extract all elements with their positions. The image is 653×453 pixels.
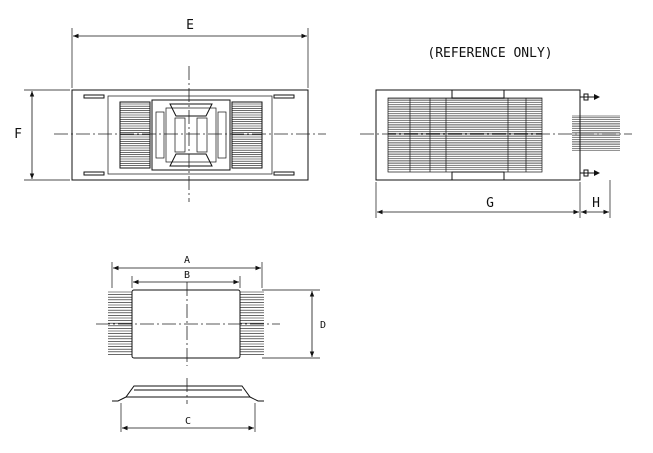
side-bottom-tab xyxy=(451,171,505,181)
contact-comb-left xyxy=(120,103,150,166)
side-lead-array xyxy=(388,98,542,170)
dim-a-label: A xyxy=(184,255,190,266)
package-side-view: C xyxy=(112,378,264,432)
socket-side-view: (REFERENCE ONLY) G H xyxy=(360,46,632,218)
package-leads-left xyxy=(108,291,132,355)
side-lead-block xyxy=(387,97,543,173)
comb-right-frame xyxy=(231,101,263,169)
package-side-lead-right xyxy=(249,396,264,402)
dim-f-label: F xyxy=(14,127,22,142)
mechanism-bottom-cam xyxy=(169,153,213,167)
package-side-lead-left xyxy=(112,396,127,402)
side-top-tab xyxy=(451,89,505,99)
package-leads-right xyxy=(240,291,264,355)
dim-g-label: G xyxy=(486,196,494,211)
mechanism-rail-left xyxy=(155,111,165,159)
dim-d-label: D xyxy=(320,320,326,331)
pin-bottom-tip xyxy=(594,170,600,176)
reference-only-note: (REFERENCE ONLY) xyxy=(427,46,552,61)
center-mechanism-inner xyxy=(165,107,217,163)
latch-slot-bottom-left xyxy=(83,171,105,176)
package-side-body xyxy=(125,385,251,398)
mechanism-slot-left xyxy=(174,117,186,153)
socket-top-view: E F xyxy=(14,18,326,202)
dim-b-label: B xyxy=(184,270,190,281)
mechanism-slot-right xyxy=(196,117,208,153)
contact-comb-right xyxy=(232,103,262,166)
comb-left-frame xyxy=(119,101,151,169)
pin-top-collar xyxy=(583,93,589,101)
latch-slot-top-left xyxy=(83,94,105,99)
mechanism-rail-right xyxy=(217,111,227,159)
mechanism-top-cam xyxy=(169,103,213,117)
socket-outline xyxy=(71,89,309,181)
center-mechanism xyxy=(151,99,231,171)
dim-h-label: H xyxy=(592,196,600,211)
pin-top-tip xyxy=(594,94,600,100)
latch-slot-bottom-right xyxy=(273,171,295,176)
latch-slot-top-right xyxy=(273,94,295,99)
side-lead-tails xyxy=(572,115,620,151)
dim-e-label: E xyxy=(186,18,194,33)
socket-inner-frame xyxy=(107,95,273,175)
package-top-view: A B D xyxy=(96,255,326,366)
pin-bottom-collar xyxy=(583,169,589,177)
dim-c-label: C xyxy=(185,416,191,427)
